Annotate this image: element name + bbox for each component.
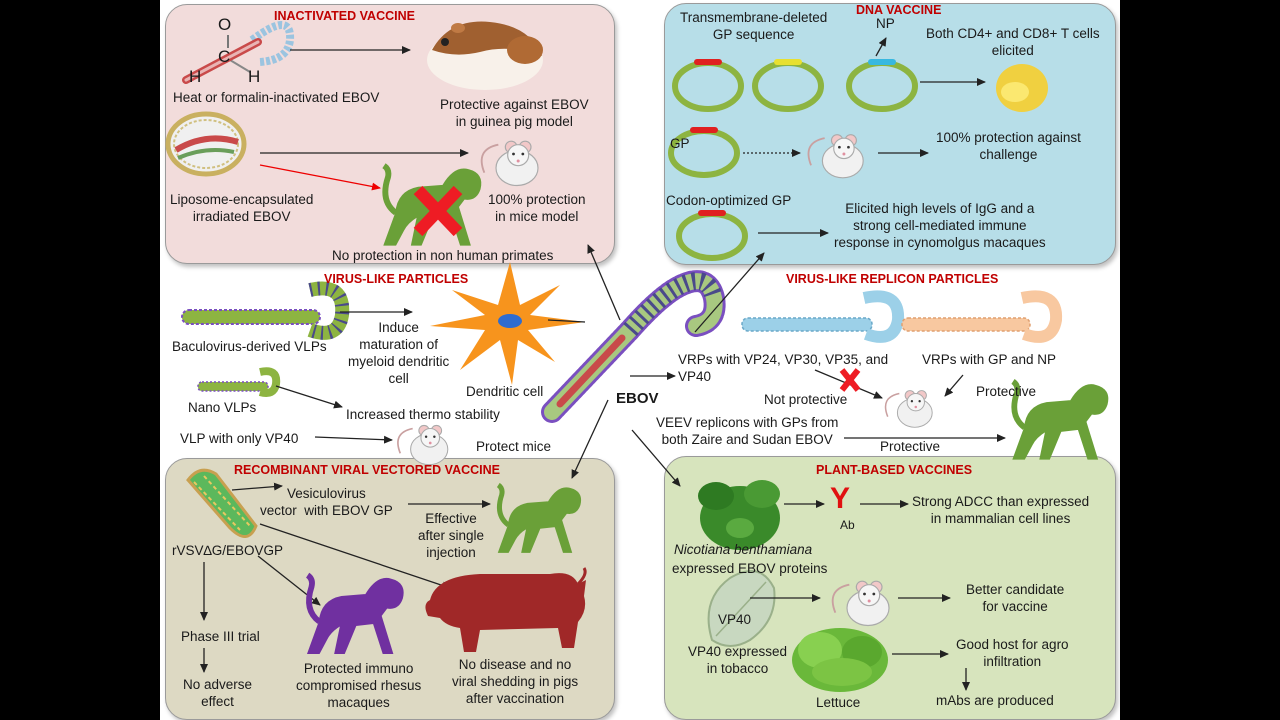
vlp-vp40-label: VLP with only VP40 [180,431,299,446]
vrps-gp-np-label: VRPs with GP and NP [922,352,1057,367]
expressed-ebov-label: expressed EBOV proteins [672,561,828,576]
mice-result: 100% protection in mice model [488,192,586,224]
immuno-compromised-label: Protected immuno compromised rhesus maca… [296,661,422,710]
vrp-orange-image [901,290,1063,343]
plasmid-tm-deleted-1 [672,59,744,112]
vrps-vp-label: VRPs with VP24, VP30, VP35, and VP40 [678,352,889,384]
antibody-icon: Y [830,482,851,515]
formula-oxygen: O [218,15,232,34]
protect-mice-label: Protect mice [476,439,552,454]
mouse-icon [807,133,865,179]
plasmid-gp [668,127,740,178]
baculovirus-vlp-label: Baculovirus-derived VLPs [172,339,327,354]
ebov-label: EBOV [616,390,659,407]
vp40-leaf-image [707,569,776,647]
mouse-icon [831,580,890,627]
np-label: NP [876,16,895,31]
plasmid-codon-optimized [676,210,748,261]
dendritic-cell-image [430,262,585,385]
t-cell-image [996,64,1048,112]
liposome-label: Liposome-encapsulated irradiated EBOV [170,192,314,224]
monkey-icon [498,485,580,553]
mouse-icon [397,424,449,466]
codon-optimized-label: Codon-optimized GP [666,193,792,208]
vesiculovirus-label: Vesiculovirus vector with EBOV GP [260,486,393,518]
formaldehyde-molecule [182,21,295,84]
nicotiana-label: Nicotiana benthamiana [674,542,813,557]
pig-result-label: No disease and no viral shedding in pigs… [452,657,579,706]
thermo-stability-label: Increased thermo stability [346,407,500,422]
mouse-icon [480,140,539,187]
ebov-virus-image [541,270,726,423]
t-cells-label: Both CD4+ and CD8+ T cells elicited [926,26,1100,58]
plant-based-title: PLANT-BASED VACCINES [816,463,973,477]
baculovirus-vlp-image [181,281,350,340]
viral-vector-title: RECOMBINANT VIRAL VECTORED VACCINE [234,463,500,477]
lettuce-label: Lettuce [816,695,861,710]
vp40-tobacco-label: VP40 expressed in tobacco [688,644,788,676]
plasmid-tm-deleted-2 [752,59,824,112]
effective-label: Effective after single injection [418,511,485,560]
formula-hydrogen-2: H [248,67,261,86]
primate-result: No protection in non human primates [332,248,554,263]
protective-label-2: Protective [880,439,941,454]
gp-label: GP [670,136,690,151]
nano-vlp-image [197,367,281,397]
veev-label: VEEV replicons with GPs from both Zaire … [656,415,839,447]
plasmid-np [846,37,918,112]
heat-inactivated-label: Heat or formalin-inactivated EBOV [173,90,380,105]
better-candidate-label: Better candidate for vaccine [966,582,1065,614]
adcc-label: Strong ADCC than expressed in mammalian … [912,494,1090,526]
nicotiana-plant-image [698,480,780,550]
formula-hydrogen-1: H [189,67,202,86]
cross-mark-icon [839,368,861,392]
guinea-pig-result: Protective against EBOV in guinea pig mo… [440,97,589,129]
antibody-label: Ab [840,518,855,532]
vlp-title: VIRUS-LIKE PARTICLES [324,272,469,286]
liposome-image [165,111,247,177]
phase-iii-label: Phase III trial [181,629,260,644]
rhesus-macaque-icon [308,575,404,653]
dendritic-cell-label: Dendritic cell [466,384,544,399]
protective-label-1: Protective [976,384,1037,399]
nano-vlp-label: Nano VLPs [188,400,257,415]
tm-deleted-label: Transmembrane-deleted GP sequence [680,10,828,42]
induce-maturation-label: Induce maturation of myeloid dendritic c… [348,320,450,386]
rvsv-vector-image [186,468,258,538]
pig-icon [425,567,587,652]
diagram-graphics [165,21,1120,692]
vp40-leaf-label: VP40 [718,612,752,627]
inactivated-vaccine-title: INACTIVATED VACCINE [274,9,415,23]
dna-vaccine-title: DNA VACCINE [856,3,942,17]
formula-carbon: C [218,47,231,66]
mouse-icon [884,389,933,429]
no-adverse-label: No adverse effect [183,677,253,709]
vrp-blue-image [741,290,905,343]
vrp-title: VIRUS-LIKE REPLICON PARTICLES [786,272,999,286]
igg-label: Elicited high levels of IgG and a strong… [834,201,1046,250]
cross-mark-icon [413,185,463,237]
good-host-label: Good host for agro infiltration [956,637,1069,669]
mabs-label: mAbs are produced [936,693,1054,708]
guinea-pig-image [427,21,543,90]
rvsv-label: rVSV∆G/EBOVGP [172,543,284,558]
protection-label: 100% protection against challenge [936,130,1081,162]
lettuce-image [792,628,888,692]
not-protective-label: Not protective [764,392,848,407]
diagram-canvas: INACTIVATED VACCINE O C H H Heat or form… [160,0,1120,720]
